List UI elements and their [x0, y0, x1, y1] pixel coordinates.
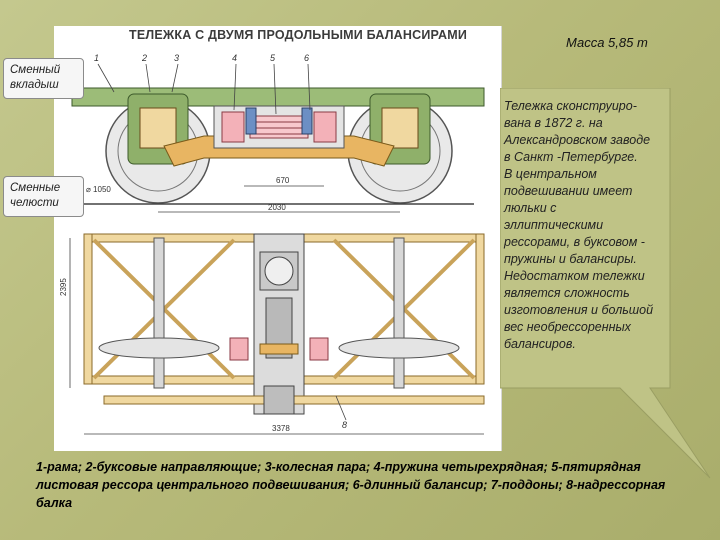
plan-view: 2395 3378 8	[59, 233, 485, 435]
dim-balancer-span: 670	[276, 176, 290, 185]
mass-label: Масса 5,85 т	[566, 35, 648, 50]
coil-spring-left	[245, 107, 257, 135]
dim-track-width: 2395	[59, 278, 68, 296]
part-label-3: 3	[174, 53, 179, 63]
dim-overall-length: 3378	[272, 424, 290, 433]
part-label-6: 6	[304, 53, 309, 63]
callout-replaceable-jaws: Сменные челюсти	[3, 176, 84, 217]
part-label-1: 1	[94, 53, 99, 63]
speech-bubble-shape	[500, 88, 711, 479]
part-label-2: 2	[141, 53, 147, 63]
description-bubble	[500, 88, 711, 479]
parts-legend: 1-рама; 2-буксовые направляющие; 3-колес…	[36, 460, 666, 510]
description-text: Тележка сконструиро- вана в 1872 г. на А…	[504, 99, 654, 351]
part-label-5: 5	[270, 53, 276, 63]
leaf-springs	[221, 111, 337, 143]
figure-title: ТЕЛЕЖКА С ДВУМЯ ПРОДОЛЬНЫМИ БАЛАНСИРАМИ	[128, 28, 468, 42]
part-label-4: 4	[232, 53, 237, 63]
coil-spring-right	[301, 107, 313, 135]
axle-left	[153, 237, 165, 389]
bogie-diagram: 1 2 3 4 5 6 ⌀ 1050 670 2030	[59, 53, 485, 435]
bogie-drawing: 1 2 3 4 5 6 ⌀ 1050 670 2030	[54, 26, 502, 451]
dim-wheel-diameter: ⌀ 1050	[86, 185, 111, 194]
callout-replaceable-liner: Сменный вкладыш	[3, 58, 84, 99]
axle-right	[393, 237, 405, 389]
side-view: 1 2 3 4 5 6 ⌀ 1050 670 2030	[71, 53, 485, 213]
dim-wheelbase: 2030	[268, 203, 286, 212]
part-label-8: 8	[342, 420, 347, 430]
